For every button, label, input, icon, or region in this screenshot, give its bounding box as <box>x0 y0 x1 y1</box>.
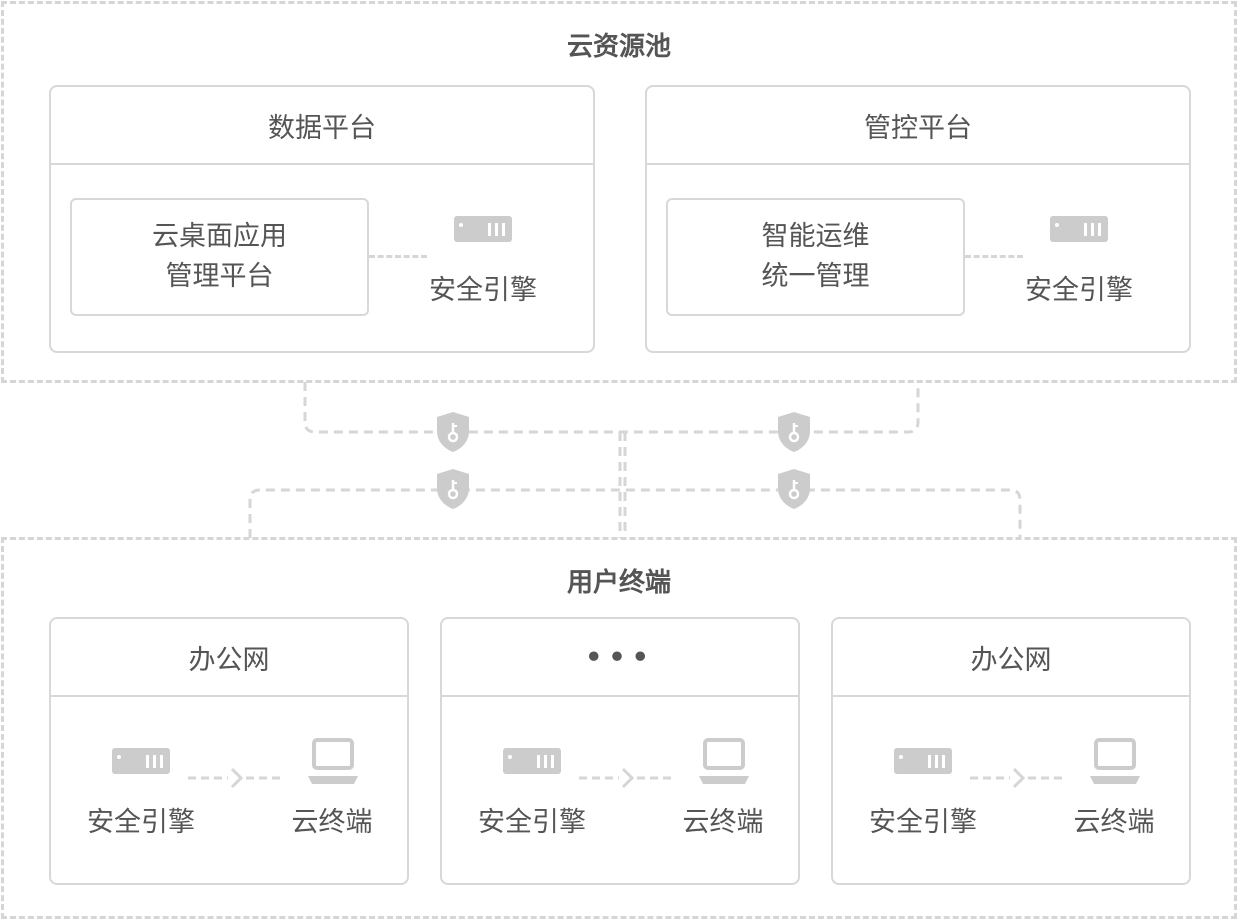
arrow-right-icon <box>579 767 671 789</box>
desktop-mgmt-line1: 云桌面应用 <box>152 221 287 252</box>
engine-label: 安全引擎 <box>869 807 977 838</box>
network-card: 办公网 <box>49 617 409 885</box>
terminal-label: 云终端 <box>682 807 764 838</box>
security-engine-icon <box>454 216 512 242</box>
shield-key-icon <box>778 412 810 452</box>
connector-line <box>965 255 1023 258</box>
user-terminal-title: 用户终端 <box>566 568 671 598</box>
ops-mgmt-box: 智能运维 统一管理 <box>666 198 965 316</box>
engine-label: 安全引擎 <box>87 807 195 838</box>
desktop-mgmt-box: 云桌面应用 管理平台 <box>70 198 369 316</box>
data-platform-card: 数据平台 云桌面应用 管理平台 <box>49 85 595 353</box>
engine-label: 安全引擎 <box>478 807 586 838</box>
ops-mgmt-line2: 统一管理 <box>761 261 870 292</box>
network-card: ••• <box>440 617 800 885</box>
arrow-right-icon <box>970 767 1062 789</box>
security-engine-icon <box>112 748 170 774</box>
cloud-pool-zone: 云资源池 <box>1 1 1237 383</box>
arrow-right-icon <box>188 767 280 789</box>
laptop-icon <box>1090 738 1140 784</box>
network-title: 办公网 <box>51 619 407 697</box>
terminal-label: 云终端 <box>291 807 373 838</box>
network-card: 办公网 <box>831 617 1191 885</box>
terminal-label: 云终端 <box>1073 807 1155 838</box>
security-engine-icon <box>503 748 561 774</box>
security-engine-icon <box>894 748 952 774</box>
laptop-icon <box>699 738 749 784</box>
laptop-icon <box>308 738 358 784</box>
control-platform-title: 管控平台 <box>647 87 1189 165</box>
shield-key-icon <box>437 412 469 452</box>
connector-line <box>369 255 427 258</box>
control-platform-engine-label: 安全引擎 <box>1025 275 1133 306</box>
ops-mgmt-line1: 智能运维 <box>761 221 870 252</box>
control-platform-card: 管控平台 智能运维 统一管理 <box>645 85 1191 353</box>
network-title: 办公网 <box>833 619 1189 697</box>
user-terminal-zone: 用户终端 <box>1 537 1237 919</box>
desktop-mgmt-line2: 管理平台 <box>165 261 274 292</box>
cloud-pool-title: 云资源池 <box>566 32 671 62</box>
network-title: ••• <box>442 619 798 697</box>
shield-key-icon <box>437 469 469 509</box>
shield-key-icon <box>778 469 810 509</box>
security-engine-icon <box>1050 216 1108 242</box>
data-platform-title: 数据平台 <box>51 87 593 165</box>
data-platform-engine-label: 安全引擎 <box>429 275 537 306</box>
